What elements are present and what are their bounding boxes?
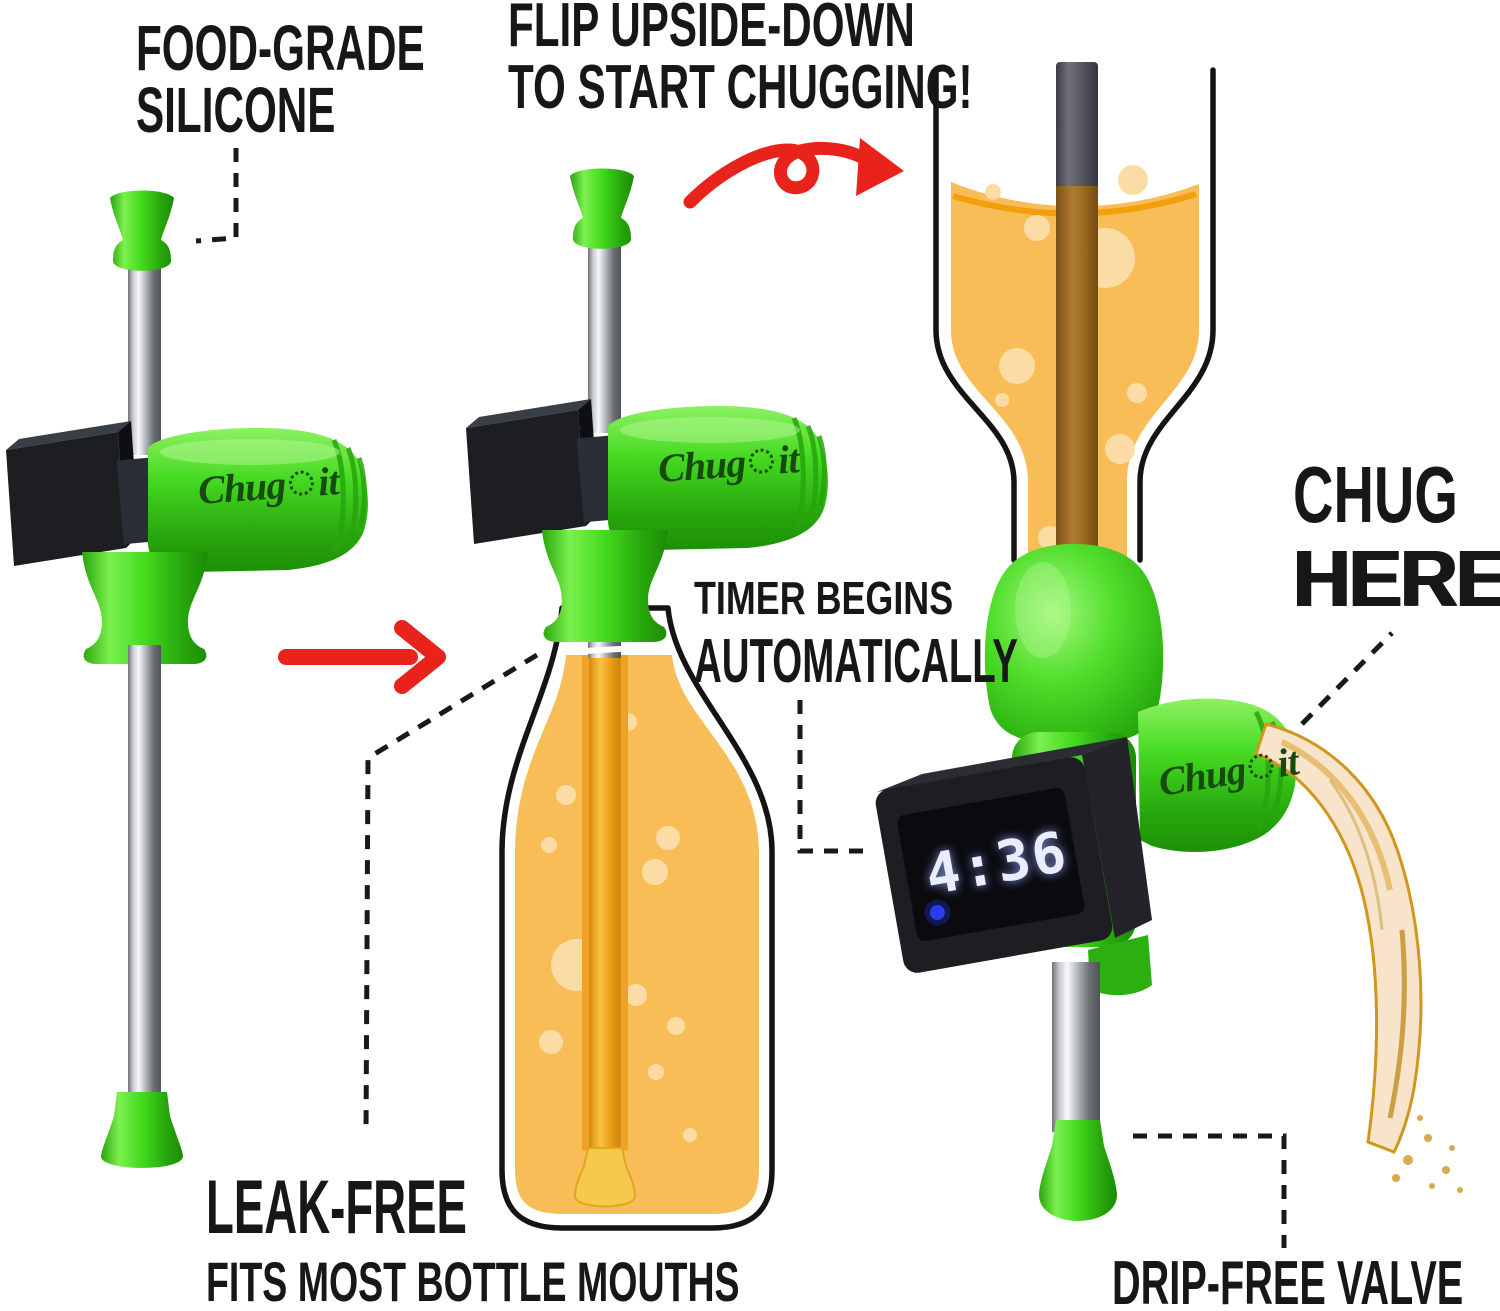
arrow-right-icon xyxy=(278,620,446,694)
label-line: SILICONE xyxy=(136,74,336,146)
brand-prefix: Chug xyxy=(196,461,287,513)
pour-stream xyxy=(1254,722,1463,1193)
timer-box xyxy=(875,737,1152,973)
label-line: TIMER BEGINS xyxy=(694,572,954,624)
chug-device-upright xyxy=(6,190,368,1168)
bottle-cap-icon xyxy=(1246,751,1276,781)
flip-instruction-label: FLIP UPSIDE-DOWN TO START CHUGGING! xyxy=(420,0,973,122)
brand-logo: Chug it xyxy=(657,435,800,492)
food-grade-silicone-label: FOOD-GRADE SILICONE xyxy=(136,12,573,146)
bottle-upright xyxy=(499,530,775,1231)
valve-in-liquid xyxy=(573,1147,637,1208)
label-line: FOOD-GRADE xyxy=(136,12,425,84)
label-line: CHUG xyxy=(1293,450,1458,539)
timer-screen xyxy=(897,788,1085,942)
label-subtitle: FITS MOST BOTTLE MOUTHS xyxy=(206,1250,740,1311)
brand-logo: Chug it xyxy=(197,457,340,514)
curled-arrow-right-icon xyxy=(683,138,904,209)
leader-chug-here xyxy=(1300,631,1394,726)
label-line: HERE xyxy=(1293,534,1500,623)
brand-suffix: it xyxy=(776,436,800,483)
leak-free-label: LEAK-FREE FITS MOST BOTTLE MOUTHS xyxy=(206,1170,1002,1310)
drip-free-valve-tip xyxy=(100,1092,184,1168)
label-line: FLIP UPSIDE-DOWN xyxy=(508,0,915,60)
funnel-body xyxy=(82,552,208,664)
brand-suffix: it xyxy=(316,458,340,505)
label-title: LEAK-FREE xyxy=(206,1165,467,1250)
label-line: TO START CHUGGING! xyxy=(508,53,973,122)
bottle-flipped xyxy=(933,62,1216,566)
bubbles xyxy=(985,165,1148,550)
bottle-cap-icon xyxy=(748,447,775,475)
timer-begins-label: TIMER BEGINS AUTOMATICALLY xyxy=(694,575,1216,693)
brand-prefix: Chug xyxy=(656,439,747,491)
mouthpiece xyxy=(148,428,368,573)
timer-value: 4:36 xyxy=(920,819,1073,908)
leader-timer xyxy=(797,700,873,854)
label-line: DRIP-FREE VALVE xyxy=(1112,1249,1464,1311)
funnel-body-flipped xyxy=(984,544,1164,740)
bottle-cap-icon xyxy=(288,469,315,497)
mouthpiece-flipped xyxy=(1138,698,1297,852)
silicone-tip-top xyxy=(110,190,174,271)
chug-here-label: CHUG HERE xyxy=(1293,455,1500,619)
chug-device-flipped xyxy=(875,544,1463,1221)
label-line: AUTOMATICALLY xyxy=(694,627,1018,696)
timer-led xyxy=(929,905,945,921)
drip-free-valve-tip xyxy=(1038,1120,1118,1221)
leader-drip-free xyxy=(1133,1133,1287,1248)
drip-free-valve-label: DRIP-FREE VALVE xyxy=(1112,1253,1500,1311)
leader-food-grade xyxy=(195,148,239,244)
metal-tube-top xyxy=(1056,62,1098,194)
beer-liquid xyxy=(515,655,759,1214)
